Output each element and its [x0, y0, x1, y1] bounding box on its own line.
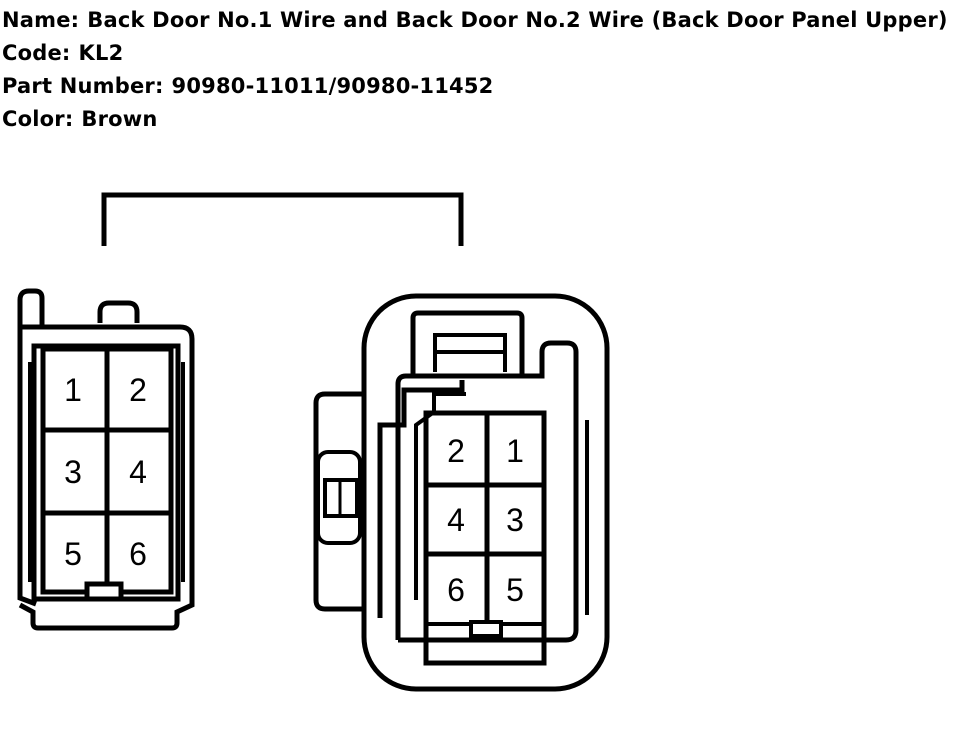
left-connector: [17, 288, 195, 631]
name-value: Back Door No.1 Wire and Back Door No.2 W…: [87, 8, 948, 32]
right-top-latch: [410, 310, 525, 378]
right-outer-body: [361, 293, 610, 692]
part-number-value: 90980-11011/90980-11452: [171, 74, 494, 98]
right-pin-3: 3: [506, 502, 524, 538]
right-inner-housing: [395, 340, 579, 643]
right-pin-2: 2: [447, 433, 465, 469]
right-pin-1: 1: [506, 433, 524, 469]
code-label: Code:: [2, 41, 71, 65]
left-side-rail: [17, 288, 45, 607]
mating-bracket: [101, 192, 464, 246]
code-value: KL2: [78, 41, 124, 65]
right-pin-labels: 2 1 4 3 6 5: [447, 433, 524, 608]
name-line: Name: Back Door No.1 Wire and Back Door N…: [2, 4, 948, 37]
left-latch-tab: [97, 300, 140, 323]
color-line: Color: Brown: [2, 103, 948, 136]
color-value: Brown: [81, 107, 158, 131]
right-pin-4: 4: [447, 502, 465, 538]
left-pin-1: 1: [64, 372, 82, 408]
left-pin-4: 4: [129, 454, 147, 490]
name-label: Name:: [2, 8, 80, 32]
left-outer-body: [18, 324, 195, 631]
right-pin-6: 6: [447, 572, 465, 608]
connector-info: Name: Back Door No.1 Wire and Back Door N…: [2, 4, 948, 136]
right-connector: [313, 293, 610, 692]
right-latch-inner: [316, 450, 362, 545]
part-number-label: Part Number:: [2, 74, 164, 98]
left-pin-6: 6: [129, 536, 147, 572]
right-pin-5: 5: [506, 572, 524, 608]
left-pin-labels: 1 2 3 4 5 6: [64, 372, 147, 572]
left-pin-2: 2: [129, 372, 147, 408]
right-bottom-key: [469, 620, 503, 638]
left-pin-3: 3: [64, 454, 82, 490]
left-pin-5: 5: [64, 536, 82, 572]
color-label: Color:: [2, 107, 74, 131]
right-keyway: [377, 380, 465, 618]
part-number-line: Part Number: 90980-11011/90980-11452: [2, 70, 948, 103]
left-bottom-key: [84, 581, 124, 602]
code-line: Code: KL2: [2, 37, 948, 70]
